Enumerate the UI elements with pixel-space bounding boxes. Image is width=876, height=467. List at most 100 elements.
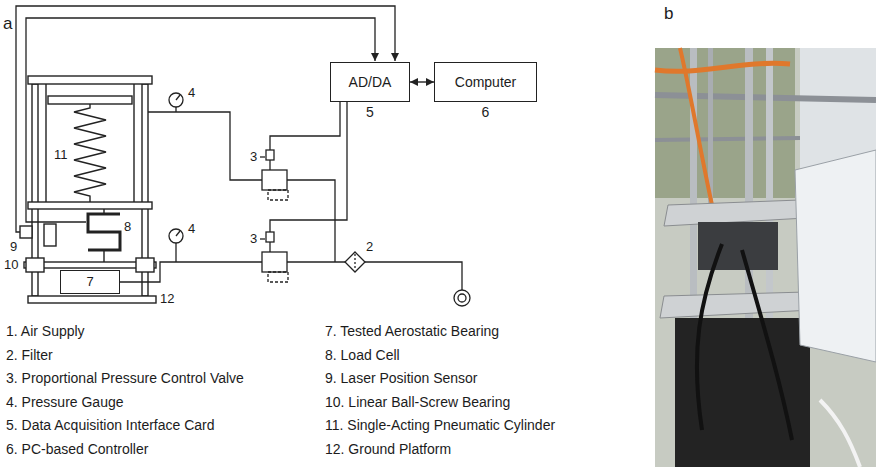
pressure-gauge-symbol [169, 93, 183, 262]
label-slot: 10 [4, 258, 18, 273]
callout-number: 8 [124, 220, 131, 235]
legend-item: 1. Air Supply [6, 323, 85, 339]
bearing-box: 7 [60, 270, 120, 294]
legend-item: 11. Single-Acting Pneumatic Cylinder [325, 417, 555, 433]
pneumatic-cylinder [74, 104, 106, 202]
filter-symbol [354, 254, 355, 270]
test-rig-photo [655, 48, 795, 198]
box-label: Computer [455, 74, 516, 90]
load-cell-symbol [88, 214, 120, 250]
label-slot: 12 [160, 292, 174, 307]
label-slot: a [3, 14, 12, 34]
computer-box: Computer6 [434, 62, 537, 102]
callout-number: 5 [331, 104, 409, 120]
label-slot: b [664, 4, 673, 24]
callout-number: 3 [250, 150, 257, 165]
test-rig-photo [742, 250, 792, 440]
valve-symbol [262, 170, 287, 190]
test-rig-frame [28, 296, 156, 303]
legend-item: 5. Data Acquisition Interface Card [6, 417, 215, 433]
valve-symbol [260, 150, 288, 282]
test-rig-photo [655, 48, 876, 467]
interface-card-box: AD/DA5 [330, 62, 410, 102]
air-supply-symbol [454, 290, 470, 306]
signal-wire [26, 18, 375, 222]
label-slot: 5. Data Acquisition Interface Card [6, 417, 215, 433]
test-rig-photo [800, 48, 876, 168]
test-rig-photo [655, 63, 790, 71]
signal-wire [270, 102, 340, 150]
laser-sensor-symbol [20, 224, 56, 246]
pressure-gauge-symbol [175, 107, 176, 112]
test-rig-photo [655, 48, 876, 467]
callout-number: 12 [160, 292, 174, 307]
label-slot: 11. Single-Acting Pneumatic Cylinder [325, 417, 555, 433]
valve-symbol [260, 156, 265, 157]
test-rig-photo [766, 48, 773, 328]
filter-symbol [345, 252, 365, 272]
legend-item: 6. PC-based Controller [6, 441, 148, 457]
pneumatic-cylinder [48, 96, 132, 104]
pneumatic-cylinder [45, 84, 46, 202]
test-rig-photo [690, 48, 697, 328]
test-rig-frame [28, 76, 152, 84]
air-line [287, 261, 345, 262]
test-rig-frame [136, 258, 154, 272]
valve-symbol [268, 272, 288, 282]
label-slot: 2. Filter [6, 347, 53, 363]
label-slot: 3. Proportional Pressure Control Valve [6, 370, 244, 386]
air-line [148, 112, 262, 180]
legend-item: 7. Tested Aerostatic Bearing [325, 323, 499, 339]
data-link-arrow [410, 81, 434, 82]
test-rig-frame [26, 258, 44, 272]
valve-symbol [269, 242, 270, 252]
test-rig-photo [660, 292, 812, 318]
test-rig-photo [655, 138, 800, 140]
pressure-gauge-symbol [169, 93, 183, 107]
air-line [120, 262, 262, 282]
valve-symbol [266, 232, 274, 242]
label-slot: 6. PC-based Controller [6, 441, 148, 457]
label-slot: 10. Linear Ball-Screw Bearing [325, 394, 510, 410]
callout-number: 4 [188, 86, 195, 101]
air-line [120, 112, 462, 290]
legend-item: 3. Proportional Pressure Control Valve [6, 370, 244, 386]
callout-number: 6 [435, 104, 536, 120]
legend-item: 9. Laser Position Sensor [325, 370, 478, 386]
pneumatic-cylinder [46, 84, 134, 202]
label-slot: 9 [10, 240, 17, 255]
test-rig-photo [698, 222, 778, 270]
legend-item: 8. Load Cell [325, 347, 400, 363]
filter-symbol [345, 252, 365, 272]
callout-number: 9 [10, 240, 17, 255]
valve-symbol [269, 160, 270, 170]
test-rig-frame [28, 202, 152, 209]
callout-number: 10 [4, 258, 18, 273]
callout-number: 11 [54, 148, 68, 163]
panel-letter: a [3, 14, 12, 34]
legend-item: 12. Ground Platform [325, 441, 451, 457]
test-rig-photo [675, 318, 810, 467]
test-rig-photo [680, 48, 712, 205]
pressure-gauge-symbol [176, 95, 180, 100]
label-slot: 4. Pressure Gauge [6, 394, 124, 410]
label-slot: 12. Ground Platform [325, 441, 451, 457]
label-slot: 7. Tested Aerostatic Bearing [325, 323, 499, 339]
test-rig-photo [795, 150, 876, 362]
load-cell-symbol [103, 250, 104, 262]
signal-wire [16, 6, 395, 232]
label-slot: 3 [250, 150, 257, 165]
air-supply-symbol [458, 294, 466, 302]
valve-symbol [262, 252, 287, 272]
callout-number: 2 [366, 240, 373, 255]
label-slot: 2 [366, 240, 373, 255]
test-rig-frame [24, 76, 156, 303]
signal-wire [16, 6, 395, 232]
air-line [287, 180, 335, 262]
label-slot: 4 [188, 222, 195, 237]
callout-number: 3 [250, 232, 257, 247]
pressure-gauge-symbol [176, 231, 180, 236]
load-cell-symbol [88, 209, 120, 262]
valve-symbol [266, 150, 274, 160]
